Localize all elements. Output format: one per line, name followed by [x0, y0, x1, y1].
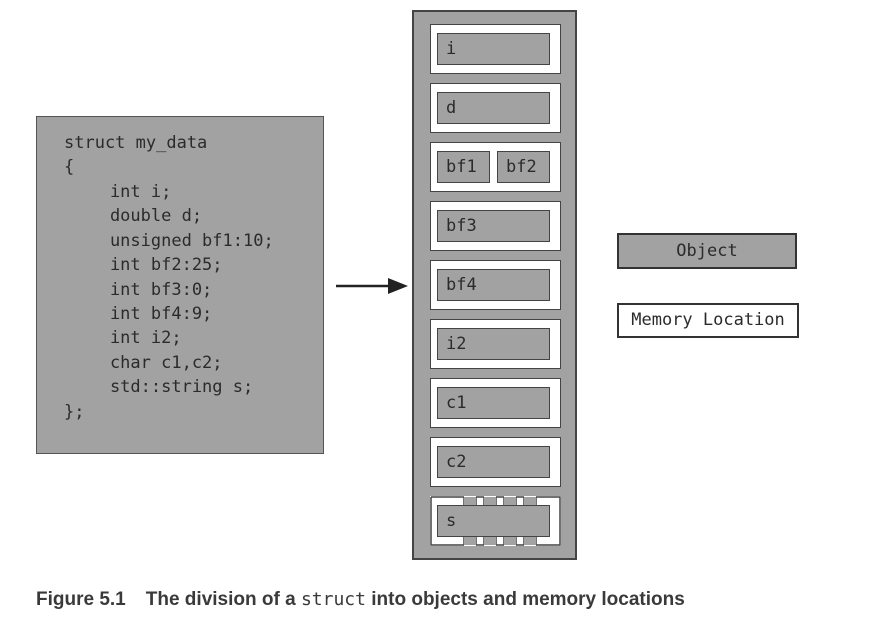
memory-location-bf1-bf2: bf1 bf2 [430, 142, 561, 192]
code-line: double d; [69, 206, 203, 226]
object-bf1: bf1 [437, 151, 490, 183]
object-bf3: bf3 [437, 210, 550, 242]
memory-location-bf3: bf3 [430, 201, 561, 251]
caption-text-after: into objects and memory locations [365, 589, 685, 610]
figure-caption: Figure 5.1 The division of a struct into … [36, 589, 685, 611]
caption-code-word: struct [300, 589, 366, 610]
code-line: std::string s; [69, 377, 254, 397]
code-line: int i2; [69, 328, 182, 348]
code-line: int bf2:25; [69, 255, 223, 275]
memory-location-i2: i2 [430, 319, 561, 369]
object-s: s [437, 505, 550, 537]
object-c2: c2 [437, 446, 550, 478]
code-line: { [64, 157, 75, 177]
caption-text-before: The division of a [145, 589, 301, 610]
memory-location-i: i [430, 24, 561, 74]
struct-object: i d bf1 bf2 bf3 bf4 i2 c1 c2 [412, 10, 577, 560]
object-i: i [437, 33, 550, 65]
legend-object: Object [617, 233, 797, 269]
object-c1: c1 [437, 387, 550, 419]
object-i2: i2 [437, 328, 550, 360]
object-d: d [437, 92, 550, 124]
memory-location-c1: c1 [430, 378, 561, 428]
code-line: }; [64, 402, 85, 422]
memory-location-bf4: bf4 [430, 260, 561, 310]
code-line: int bf4:9; [69, 304, 213, 324]
memory-locations-s: s [430, 496, 561, 546]
code-line: char c1,c2; [69, 353, 223, 373]
legend-memory-location: Memory Location [617, 303, 799, 338]
struct-code-box: struct my_data { int i; double d; unsign… [36, 116, 324, 454]
memory-location-c2: c2 [430, 437, 561, 487]
code-line: int bf3:0; [69, 280, 213, 300]
code-line: struct my_data [64, 133, 208, 153]
code-line: int i; [69, 182, 172, 202]
object-bf4: bf4 [437, 269, 550, 301]
figure-number: Figure 5.1 [36, 589, 126, 610]
right-arrow-icon [336, 278, 408, 294]
code-line: unsigned bf1:10; [69, 231, 274, 251]
object-bf2: bf2 [497, 151, 550, 183]
memory-location-d: d [430, 83, 561, 133]
